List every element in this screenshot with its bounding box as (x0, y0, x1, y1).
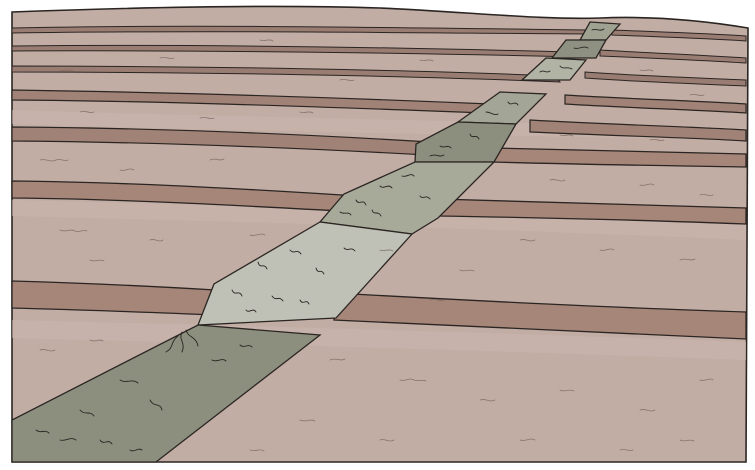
stratified-terrain-diagram (0, 0, 755, 470)
